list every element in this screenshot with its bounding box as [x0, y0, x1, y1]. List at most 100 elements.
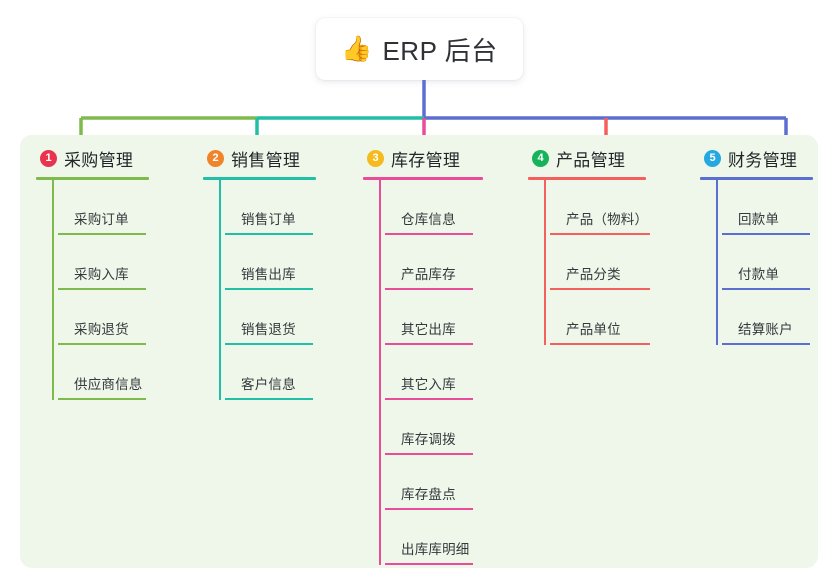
list-item[interactable]: 付款单 — [722, 235, 813, 290]
list-item-underline — [225, 288, 313, 290]
column-number-badge: 2 — [207, 150, 224, 167]
column-underline — [363, 177, 483, 180]
list-item-label: 产品（物料） — [566, 212, 649, 227]
column-title: 财务管理 — [728, 151, 798, 170]
list-item[interactable]: 其它出库 — [385, 290, 483, 345]
list-item-underline — [550, 288, 650, 290]
column-title: 库存管理 — [391, 151, 461, 170]
column-spine — [219, 180, 221, 400]
list-item[interactable]: 销售退货 — [225, 290, 316, 345]
column-underline — [700, 177, 813, 180]
list-item-underline — [58, 233, 146, 235]
column-header-3[interactable]: 3 库存管理 — [363, 146, 483, 171]
list-item-label: 库存盘点 — [401, 487, 456, 502]
list-item-label: 其它入库 — [401, 377, 456, 392]
column-items: 回款单付款单结算账户 — [700, 180, 813, 345]
column-title: 销售管理 — [231, 151, 301, 170]
list-item[interactable]: 产品库存 — [385, 235, 483, 290]
column-3[interactable]: 3 库存管理仓库信息产品库存其它出库其它入库库存调拨库存盘点出库库明细 — [363, 146, 483, 565]
list-item-label: 库存调拨 — [401, 432, 456, 447]
list-item-underline — [385, 288, 473, 290]
list-item-underline — [722, 288, 810, 290]
column-underline — [528, 177, 646, 180]
list-item-underline — [58, 398, 146, 400]
column-spine — [379, 180, 381, 565]
column-1[interactable]: 1 采购管理采购订单采购入库采购退货供应商信息 — [36, 146, 149, 400]
column-header-2[interactable]: 2 销售管理 — [203, 146, 316, 171]
list-item[interactable]: 产品（物料） — [550, 180, 650, 235]
list-item-label: 结算账户 — [738, 322, 793, 337]
column-4[interactable]: 4 产品管理产品（物料） 产品分类产品单位 — [528, 146, 650, 345]
list-item-underline — [58, 343, 146, 345]
list-item[interactable]: 其它入库 — [385, 345, 483, 400]
column-items: 产品（物料） 产品分类产品单位 — [528, 180, 650, 345]
list-item-underline — [550, 233, 650, 235]
list-item-underline — [385, 343, 473, 345]
branches-panel — [20, 135, 818, 568]
list-item[interactable]: 库存调拨 — [385, 400, 483, 455]
list-item[interactable]: 销售出库 — [225, 235, 316, 290]
column-items: 销售订单销售出库销售退货客户信息 — [203, 180, 316, 400]
list-item-underline — [385, 563, 473, 565]
list-item-underline — [550, 343, 650, 345]
column-header-1[interactable]: 1 采购管理 — [36, 146, 149, 171]
thumbs-up-icon: 👍 — [341, 34, 373, 63]
list-item-label: 销售订单 — [241, 212, 296, 227]
list-item-underline — [722, 343, 810, 345]
list-item-label: 采购入库 — [74, 267, 129, 282]
column-2[interactable]: 2 销售管理销售订单销售出库销售退货客户信息 — [203, 146, 316, 400]
column-underline — [36, 177, 149, 180]
list-item-underline — [722, 233, 810, 235]
column-title: 产品管理 — [556, 151, 626, 170]
list-item-label: 付款单 — [738, 267, 780, 282]
list-item[interactable]: 供应商信息 — [58, 345, 149, 400]
column-number-badge: 1 — [40, 150, 57, 167]
list-item[interactable]: 客户信息 — [225, 345, 316, 400]
list-item[interactable]: 回款单 — [722, 180, 813, 235]
root-title: ERP 后台 — [382, 35, 498, 66]
list-item-label: 产品库存 — [401, 267, 456, 282]
list-item[interactable]: 采购订单 — [58, 180, 149, 235]
list-item-underline — [58, 288, 146, 290]
list-item-underline — [385, 453, 473, 455]
column-underline — [203, 177, 316, 180]
list-item[interactable]: 库存盘点 — [385, 455, 483, 510]
list-item-label: 采购订单 — [74, 212, 129, 227]
list-item-underline — [385, 508, 473, 510]
list-item[interactable]: 产品分类 — [550, 235, 650, 290]
list-item-underline — [385, 233, 473, 235]
list-item[interactable]: 结算账户 — [722, 290, 813, 345]
list-item[interactable]: 出库库明细 — [385, 510, 483, 565]
list-item[interactable]: 采购入库 — [58, 235, 149, 290]
list-item-label: 产品分类 — [566, 267, 621, 282]
column-items: 采购订单采购入库采购退货供应商信息 — [36, 180, 149, 400]
column-title: 采购管理 — [64, 151, 134, 170]
column-header-4[interactable]: 4 产品管理 — [528, 146, 646, 171]
list-item[interactable]: 仓库信息 — [385, 180, 483, 235]
list-item[interactable]: 产品单位 — [550, 290, 650, 345]
column-number-badge: 4 — [532, 150, 549, 167]
column-spine — [716, 180, 718, 345]
list-item-label: 销售退货 — [241, 322, 296, 337]
list-item-underline — [225, 398, 313, 400]
list-item-label: 客户信息 — [241, 377, 296, 392]
list-item-label: 其它出库 — [401, 322, 456, 337]
list-item-label: 销售出库 — [241, 267, 296, 282]
list-item-label: 出库库明细 — [401, 542, 470, 557]
list-item-label: 采购退货 — [74, 322, 129, 337]
list-item-underline — [225, 233, 313, 235]
column-number-badge: 3 — [367, 150, 384, 167]
list-item[interactable]: 销售订单 — [225, 180, 316, 235]
root-node[interactable]: 👍 ERP 后台 — [316, 18, 523, 80]
list-item-label: 回款单 — [738, 212, 780, 227]
column-items: 仓库信息产品库存其它出库其它入库库存调拨库存盘点出库库明细 — [363, 180, 483, 565]
column-spine — [544, 180, 546, 345]
list-item-label: 产品单位 — [566, 322, 621, 337]
list-item[interactable]: 采购退货 — [58, 290, 149, 345]
column-spine — [52, 180, 54, 400]
list-item-underline — [225, 343, 313, 345]
list-item-label: 仓库信息 — [401, 212, 456, 227]
